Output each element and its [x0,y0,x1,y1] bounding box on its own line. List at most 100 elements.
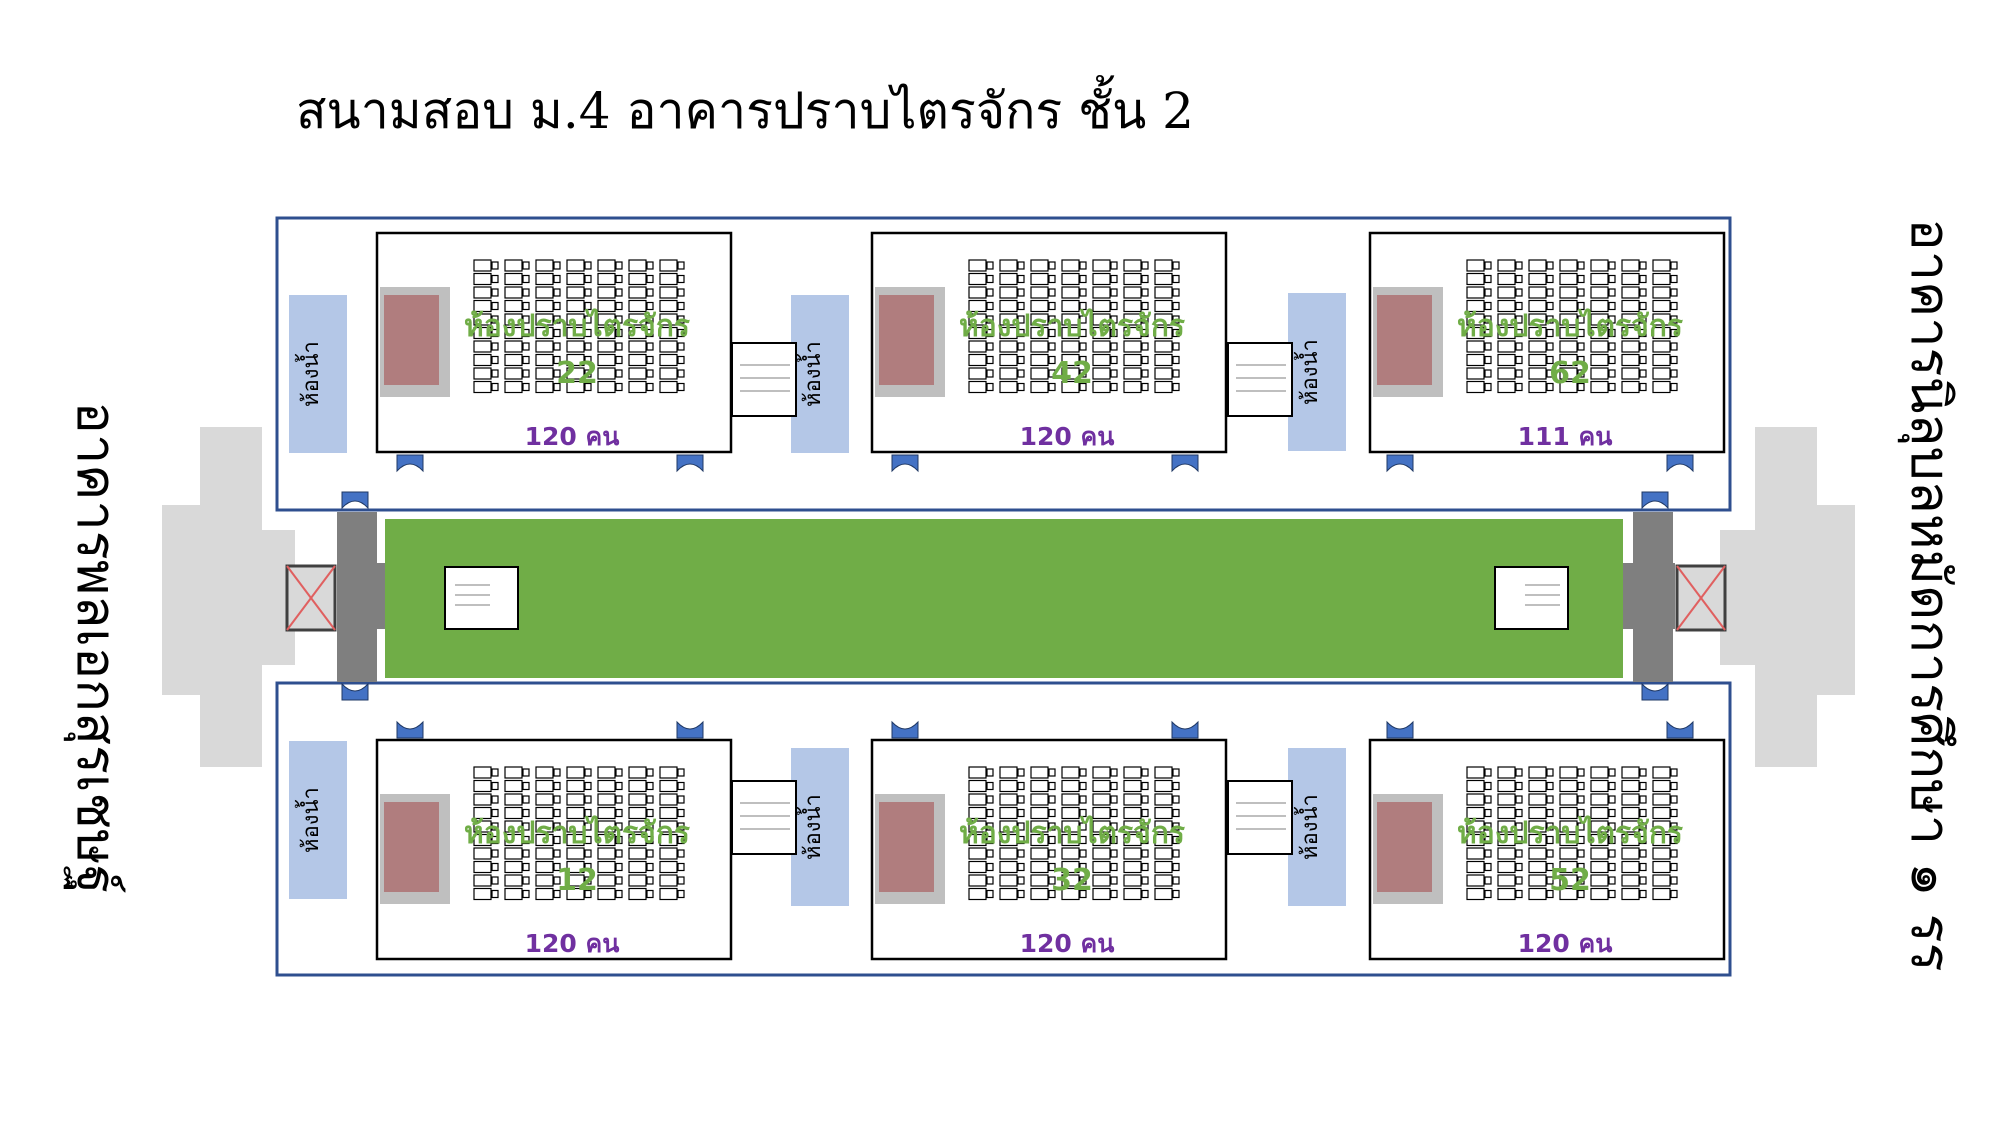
student-chair [1141,835,1149,845]
student-chair [1141,382,1149,392]
student-chair [491,849,499,858]
student-desk [597,806,616,820]
student-chair [986,889,994,899]
student-desk [1092,820,1111,833]
student-chair [1670,876,1678,885]
student-desk [1092,887,1111,901]
student-chair [1017,808,1025,818]
student-desk [999,272,1018,286]
student-desk [504,367,523,380]
student-chair [1608,795,1616,804]
student-chair [1110,768,1118,777]
student-chair [584,328,592,338]
student-desk [1466,326,1485,340]
student-chair [1110,382,1118,392]
student-desk [659,326,678,340]
student-chair [491,862,499,872]
room-name: ห้องปราบไตรจักร [1457,308,1683,344]
student-chair [1577,822,1585,831]
student-chair [1110,781,1118,791]
student-chair [1017,355,1025,365]
student-chair [986,862,994,872]
student-desk [1061,820,1080,833]
student-chair [1546,288,1554,297]
student-chair [677,862,685,872]
student-chair [553,369,561,378]
student-chair [1608,288,1616,297]
student-desk [1528,766,1547,779]
student-desk [1030,847,1049,860]
student-desk [659,272,678,286]
student-chair [491,355,499,365]
student-chair [1141,288,1149,297]
student-chair [1484,328,1492,338]
student-chair [1670,835,1678,845]
student-desk [1030,833,1049,847]
student-chair [1515,301,1523,311]
student-chair [1048,795,1056,804]
student-desk [1154,259,1173,272]
student-chair [1048,288,1056,297]
student-chair [553,822,561,831]
student-chair [1608,328,1616,338]
student-desk [659,820,678,833]
student-chair [615,768,623,777]
student-chair [1141,342,1149,351]
student-chair [1484,849,1492,858]
student-chair [1546,822,1554,831]
student-desk [1123,272,1142,286]
student-chair [1484,382,1492,392]
student-desk [1652,793,1671,806]
student-chair [1608,862,1616,872]
student-desk [1652,779,1671,793]
student-desk [1621,833,1640,847]
student-desk [659,259,678,272]
student-desk [1621,326,1640,340]
student-desk [1590,299,1609,313]
student-chair [1608,768,1616,777]
student-desk [566,259,585,272]
student-chair [1172,768,1180,777]
student-chair [584,369,592,378]
student-chair [1048,768,1056,777]
student-desk [1123,779,1142,793]
student-desk [1061,887,1080,901]
student-desk [1030,887,1049,901]
student-chair [522,315,530,324]
student-desk [1497,353,1516,367]
student-chair [1079,795,1087,804]
student-desk [1497,766,1516,779]
student-chair [1172,835,1180,845]
student-desk [1154,326,1173,340]
student-desk [1590,793,1609,806]
student-chair [1048,382,1056,392]
student-chair [1048,328,1056,338]
student-desk [1092,779,1111,793]
student-chair [1079,274,1087,284]
student-desk [1590,860,1609,874]
student-chair [1484,768,1492,777]
student-chair [1577,382,1585,392]
student-chair [677,876,685,885]
student-chair [1017,342,1025,351]
student-chair [1141,274,1149,284]
student-desk [1590,779,1609,793]
student-chair [1110,274,1118,284]
student-chair [491,261,499,270]
student-desk [504,860,523,874]
student-chair [522,835,530,845]
student-chair [1546,342,1554,351]
student-desk [1154,367,1173,380]
student-chair [1608,889,1616,899]
student-desk [566,860,585,874]
student-chair [986,342,994,351]
student-chair [1670,862,1678,872]
student-chair [1577,328,1585,338]
student-chair [1546,301,1554,311]
student-desk [659,806,678,820]
student-desk [1528,860,1547,874]
student-chair [1515,369,1523,378]
student-chair [1172,369,1180,378]
room-number: 62 [1549,356,1591,391]
student-desk [1061,833,1080,847]
